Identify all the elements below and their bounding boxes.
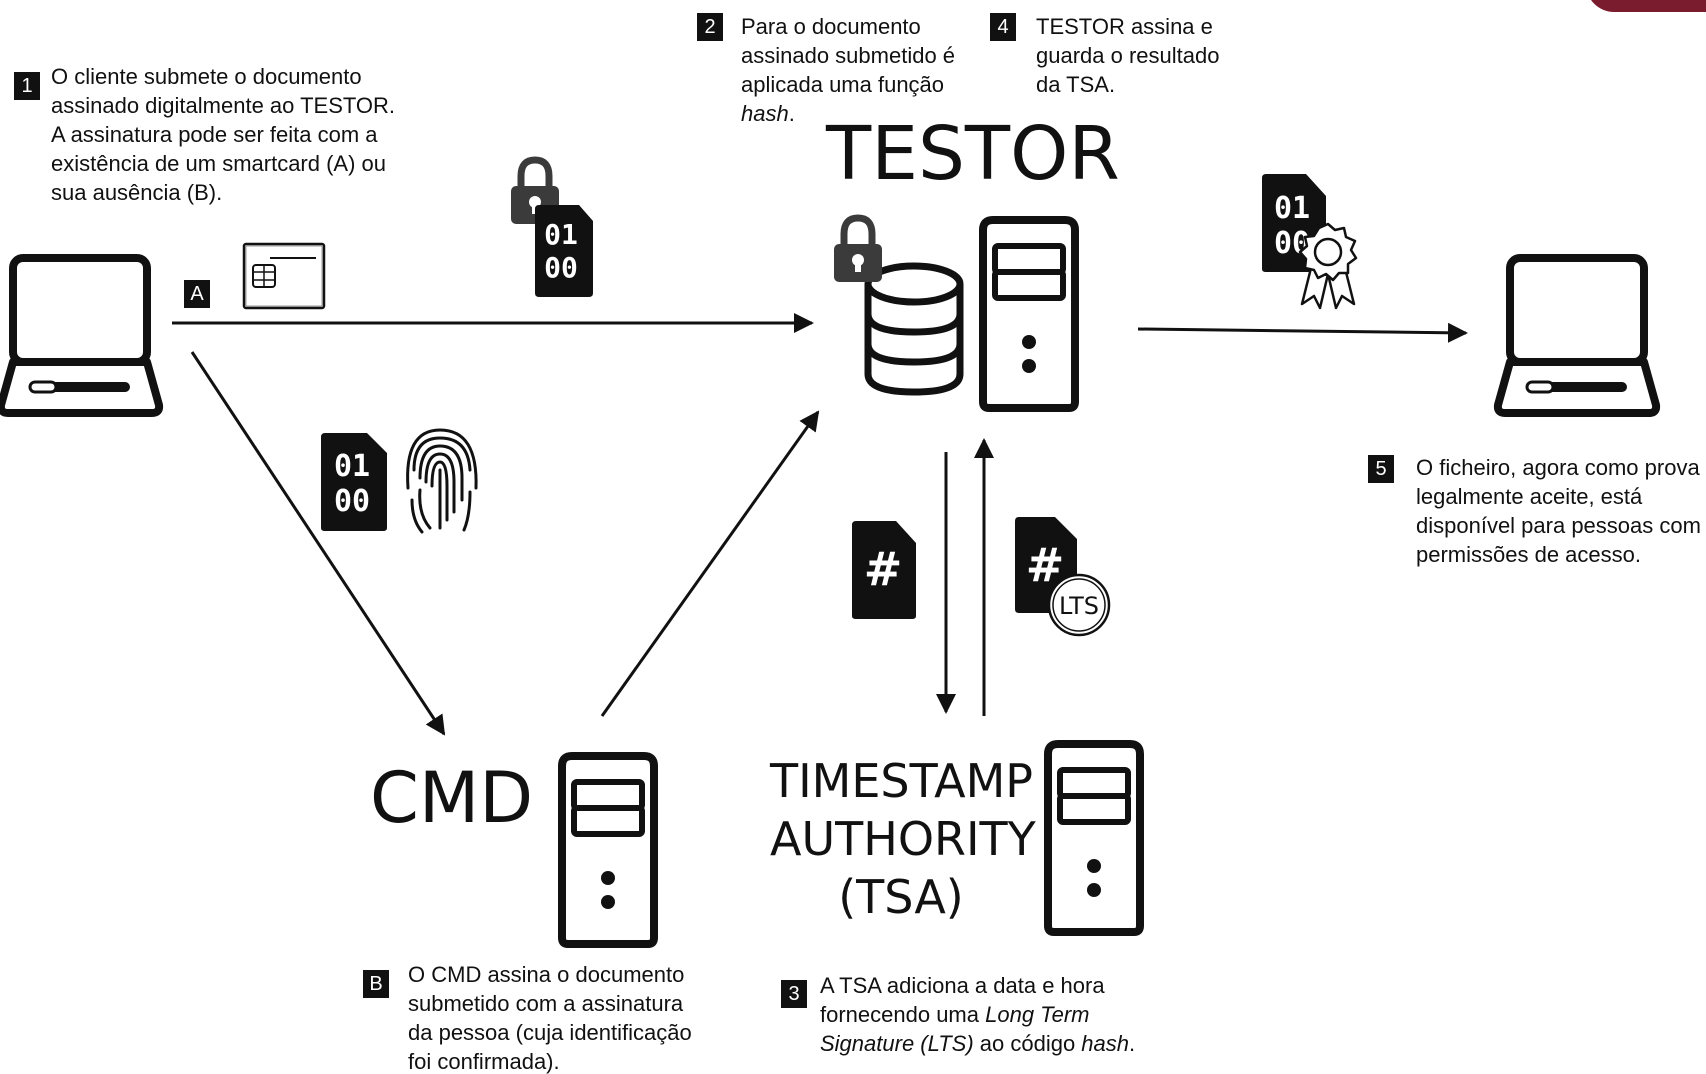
note-line: Signature (LTS) ao código hash. — [820, 1029, 1135, 1058]
step-4-note: TESTOR assina e guarda o resultado da TS… — [1036, 12, 1219, 99]
binary-document-icon: 01 00 — [535, 205, 593, 297]
tsa-title: TIMESTAMP AUTHORITY (TSA) — [770, 752, 1036, 926]
step-5-tag: 5 — [1368, 455, 1394, 483]
laptop-icon — [1, 258, 159, 413]
arrow-client-to-cmd — [190, 351, 446, 736]
punctuation: . — [788, 101, 795, 126]
note-line: TESTOR assina e — [1036, 14, 1213, 39]
italic-term: hash — [741, 101, 789, 126]
note-line: O ficheiro, agora como prova — [1416, 455, 1700, 480]
note-fragment: ao código — [973, 1031, 1082, 1056]
note-line: assinado submetido é — [741, 43, 956, 68]
note-line: hash. — [741, 99, 955, 128]
certified-document-icon: 01 00 — [1262, 174, 1358, 310]
note-line: sua ausência (B). — [51, 180, 223, 205]
step-2-note: Para o documento assinado submetido é ap… — [741, 12, 955, 128]
step-3-tag: 3 — [781, 980, 807, 1008]
note-line: guarda o resultado — [1036, 43, 1220, 68]
note-line: O CMD assina o documento — [408, 962, 685, 987]
binary-document-icon: 01 00 — [321, 433, 387, 531]
note-line: foi confirmada). — [408, 1049, 560, 1074]
note-line: aplicada uma função — [741, 72, 945, 97]
svg-text:00: 00 — [334, 484, 370, 519]
lock-icon — [834, 218, 882, 282]
arrow-cmd-to-testor — [600, 410, 820, 717]
note-line: fornecendo uma Long Term — [820, 1000, 1135, 1029]
note-fragment: fornecendo uma — [820, 1002, 986, 1027]
note-line: A assinatura pode ser feita com a — [51, 122, 378, 147]
brand-corner — [1586, 0, 1706, 12]
testor-title: TESTOR — [826, 111, 1120, 197]
svg-text:LTS: LTS — [1059, 592, 1099, 620]
step-1-tag: 1 — [14, 72, 40, 100]
step-4-tag: 4 — [990, 13, 1016, 41]
step-b-tag: B — [363, 970, 389, 998]
arrow-testor-to-user — [1137, 322, 1468, 343]
note-line: Para o documento — [741, 14, 921, 39]
punctuation: . — [1129, 1031, 1136, 1056]
tsa-title-line-2: AUTHORITY — [770, 812, 1036, 866]
fingerprint-icon — [406, 428, 478, 534]
italic-term: Signature (LTS) — [820, 1031, 974, 1056]
note-line: A TSA adiciona a data e hora — [820, 973, 1105, 998]
hash-document-icon: # LTS — [1015, 517, 1111, 637]
note-line: disponível para pessoas com — [1416, 513, 1701, 538]
tsa-title-line-1: TIMESTAMP — [770, 754, 1034, 808]
italic-term: hash — [1081, 1031, 1130, 1056]
step-a-tag: A — [184, 280, 210, 308]
hash-document-icon: # — [852, 521, 916, 619]
note-line: da TSA. — [1036, 72, 1116, 97]
note-line: da pessoa (cuja identificação — [408, 1020, 692, 1045]
step-3-note: A TSA adiciona a data e hora fornecendo … — [820, 971, 1135, 1058]
note-line: legalmente aceite, está — [1416, 484, 1643, 509]
svg-text:01: 01 — [334, 449, 370, 484]
laptop-icon — [1498, 258, 1656, 413]
server-icon — [983, 220, 1075, 408]
server-icon — [1048, 744, 1140, 932]
svg-text:00: 00 — [544, 251, 578, 284]
cmd-title: CMD — [370, 757, 534, 839]
svg-text:01: 01 — [544, 218, 578, 251]
smartcard-icon — [242, 242, 326, 310]
note-line: existência de um smartcard (A) ou — [51, 151, 387, 176]
svg-text:#: # — [864, 542, 903, 596]
step-b-note: O CMD assina o documento submetido com a… — [408, 960, 692, 1074]
italic-term: Long Term — [985, 1002, 1090, 1027]
svg-text:01: 01 — [1274, 191, 1310, 226]
tsa-title-line-3: (TSA) — [838, 870, 964, 924]
step-5-note: O ficheiro, agora como prova legalmente … — [1416, 453, 1701, 569]
step-1-note: O cliente submete o documento assinado d… — [51, 62, 395, 207]
note-line: permissões de acesso. — [1416, 542, 1641, 567]
server-icon — [562, 756, 654, 944]
note-line: O cliente submete o documento — [51, 64, 362, 89]
database-icon — [864, 262, 964, 396]
note-line: submetido com a assinatura — [408, 991, 684, 1016]
step-2-tag: 2 — [697, 13, 723, 41]
note-line: assinado digitalmente ao TESTOR. — [51, 93, 396, 118]
